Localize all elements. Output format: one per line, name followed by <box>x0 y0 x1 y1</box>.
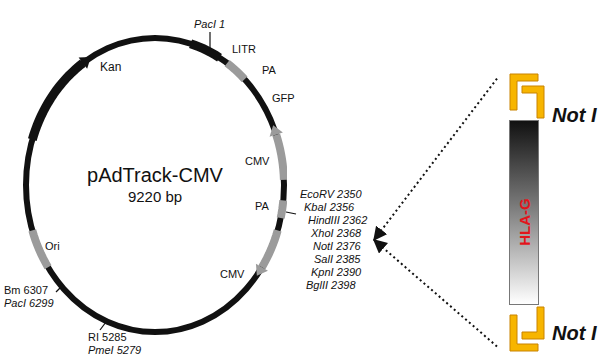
feature-label: Bm 6307 <box>4 284 48 297</box>
noti-overhang <box>522 86 544 118</box>
restriction-site: BglII 2398 <box>306 279 356 292</box>
feature-segment <box>276 135 284 180</box>
hla-g-bar: HLA-G <box>509 120 539 305</box>
feature-label: Kan <box>100 60 121 74</box>
insertion-arrow <box>374 79 497 240</box>
restriction-site: Not I <box>552 104 596 126</box>
gene-arrowhead <box>79 57 91 69</box>
feature-label: LITR <box>232 43 256 56</box>
plasmid-size: 9220 bp <box>23 187 287 206</box>
site-tick <box>209 32 210 49</box>
feature-label: RI 5285 <box>88 331 127 344</box>
restriction-site: KpnI 2390 <box>311 266 361 279</box>
feature-label: CMV <box>245 155 269 168</box>
restriction-site: XhoI 2368 <box>311 227 361 240</box>
restriction-site: KbaI 2356 <box>304 201 354 214</box>
restriction-site: Not I <box>552 322 596 344</box>
gene-name: HLA-G <box>516 198 533 246</box>
restriction-site: PacI 1 <box>194 18 225 31</box>
restriction-site: HindIII 2362 <box>308 214 367 227</box>
feature-label: PA <box>262 64 276 77</box>
insert-fragment: HLA-G <box>498 70 550 355</box>
restriction-site: PmeI 5279 <box>88 344 141 357</box>
site-tick <box>56 288 60 292</box>
site-tick <box>286 212 296 214</box>
gene-arrowhead <box>270 125 283 137</box>
feature-label: CMV <box>220 268 244 281</box>
insertion-arrow <box>374 240 497 346</box>
restriction-site: PacI 6299 <box>4 297 54 310</box>
feature-label: Ori <box>45 240 60 253</box>
kan-gene <box>32 63 83 139</box>
litr-segment <box>191 44 220 58</box>
gene-arrowhead <box>256 264 268 276</box>
feature-segment <box>281 200 284 218</box>
restriction-site: EcoRV 2350 <box>300 188 362 201</box>
noti-overhang <box>522 307 544 339</box>
feature-label: PA <box>255 200 269 213</box>
feature-label: GFP <box>272 92 295 105</box>
restriction-site: NotI 2376 <box>313 240 361 253</box>
restriction-site: SalI 2385 <box>314 253 360 266</box>
feature-segment <box>262 230 278 267</box>
feature-segment <box>227 63 244 79</box>
